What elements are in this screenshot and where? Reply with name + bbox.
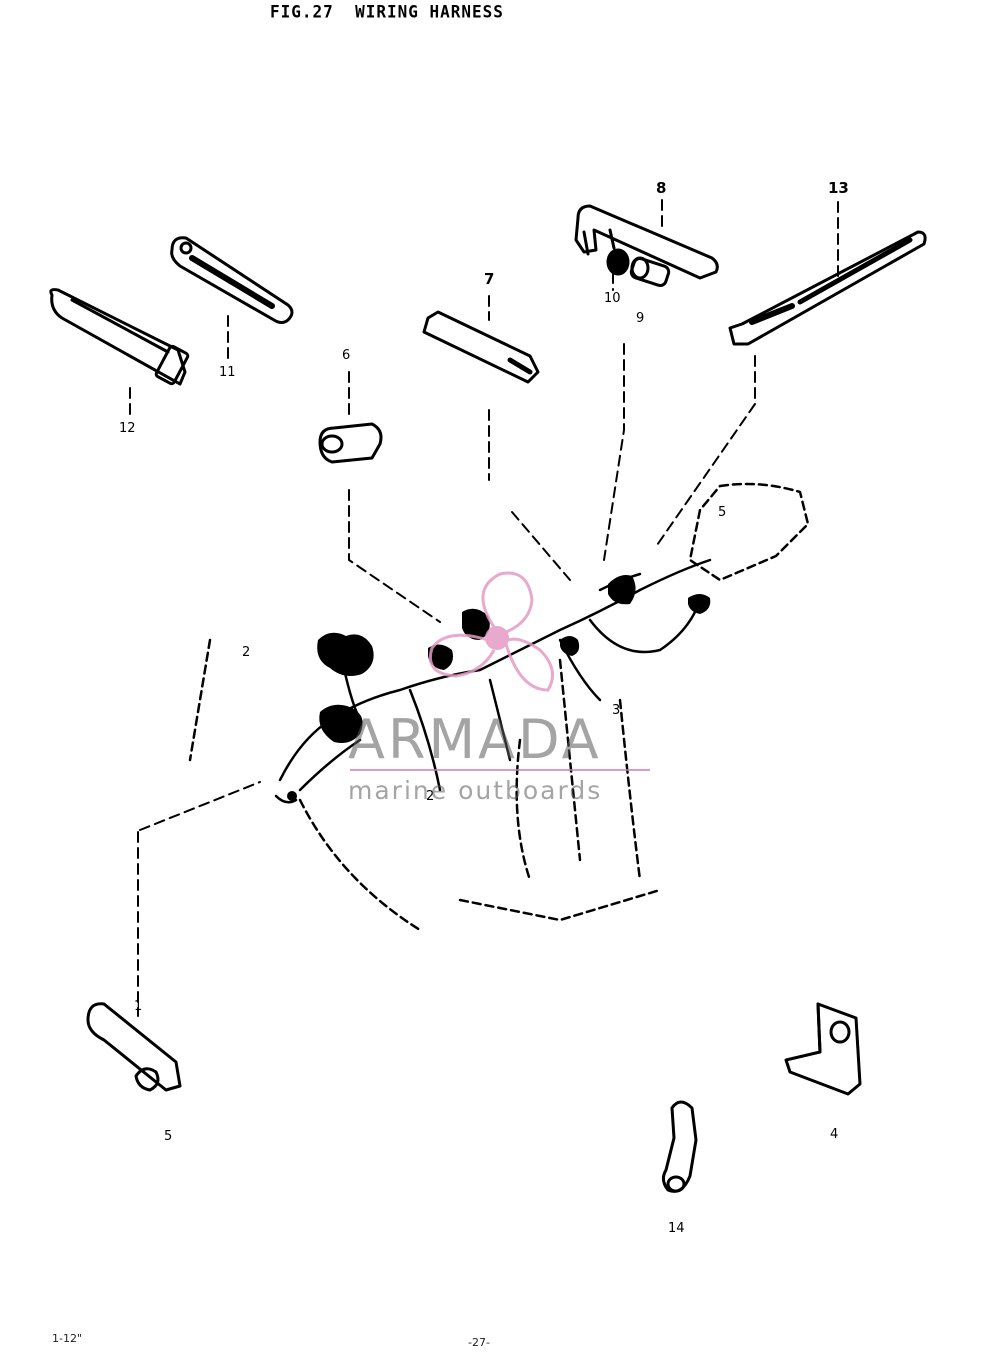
part-13-long-cable-tie (728, 230, 927, 346)
callout-14: 14 (668, 1221, 685, 1236)
part-7-cable-tie (422, 310, 540, 384)
part-14-clip (661, 1100, 698, 1193)
callout-12: 12 (119, 421, 136, 436)
watermark-tagline: marine outboards (348, 776, 603, 805)
part-6-clip (318, 422, 383, 464)
part-10-washer (606, 248, 630, 276)
harness-assembly (188, 482, 810, 932)
callout-1: 1 (134, 999, 143, 1014)
part-1-clamp (86, 1002, 182, 1092)
part-9-bolt (629, 256, 671, 288)
watermark-brand: ARMADA (348, 708, 602, 771)
armada-propeller-logo (429, 571, 554, 692)
callout-11: 11 (219, 365, 236, 380)
callout-2: 2 (242, 645, 251, 660)
callout-3: 3 (612, 703, 621, 718)
callout-10: 10 (604, 291, 621, 306)
callout-4: 4 (830, 1127, 839, 1142)
callout-5: 5 (164, 1129, 173, 1144)
callout-9: 9 (636, 311, 645, 326)
part-12-cable-tie (49, 288, 190, 386)
callout-13: 13 (828, 179, 849, 197)
part-11-clamp-strap (170, 236, 294, 324)
callout-2b: 2 (426, 789, 435, 804)
figure-title: FIG.27 WIRING HARNESS (270, 1, 504, 22)
part-4-bracket (784, 1002, 862, 1096)
page-number: -27- (468, 1336, 490, 1349)
callout-8: 8 (656, 179, 667, 197)
part-8-bracket (574, 204, 719, 280)
watermark-rule (350, 769, 650, 771)
callout-3b: 5 (718, 505, 727, 520)
callout-6: 6 (342, 348, 351, 363)
callout-7: 7 (484, 270, 495, 288)
footer-left-code: 1-12" (52, 1332, 83, 1345)
